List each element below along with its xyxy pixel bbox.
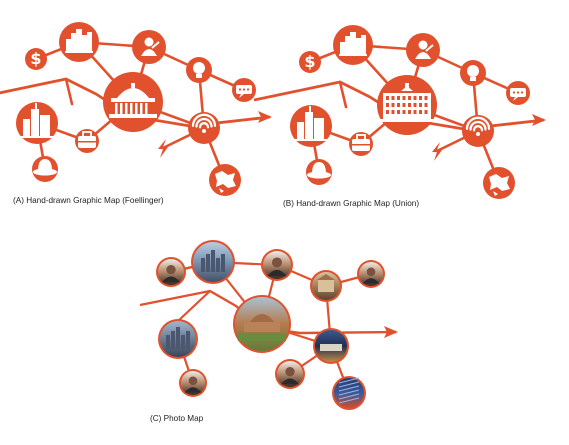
map-b-branch-0: [338, 80, 348, 109]
briefcase-icon: [349, 132, 373, 156]
city-photo: [158, 319, 198, 359]
transit-photo: [313, 328, 349, 364]
map-c-arrow-head: [384, 326, 398, 338]
hat-icon: [306, 159, 332, 185]
map-icon: [209, 164, 241, 196]
campus-building-photo: [310, 270, 342, 302]
person-icon: [406, 33, 440, 67]
lightbulb-icon: [186, 57, 212, 83]
map-icon: [483, 167, 515, 199]
person-icon: [132, 30, 166, 64]
svg-text:$: $: [304, 52, 315, 71]
caption-a: (A) Hand-drawn Graphic Map (Foellinger): [13, 196, 164, 205]
chat-bubble-icon: [232, 78, 256, 102]
portrait-photo: [357, 260, 385, 288]
svg-text:$: $: [30, 49, 41, 68]
portrait-photo: [179, 369, 207, 397]
wifi-icon: [188, 112, 220, 144]
buildings-icon: [290, 105, 332, 147]
hat-icon: [32, 156, 58, 182]
portrait-photo: [275, 359, 305, 389]
map-c-branch-0: [176, 289, 212, 323]
foellinger-photo: [233, 295, 291, 353]
buildings-icon: [16, 102, 58, 144]
map-photo: [332, 376, 366, 410]
lightning-icon: [432, 142, 442, 161]
illini-union-icon: [377, 75, 437, 135]
map-a-branch-0: [64, 77, 74, 106]
caption-c: (C) Photo Map: [150, 414, 204, 423]
dollar-icon: $: [299, 51, 321, 73]
chat-bubble-icon: [506, 81, 530, 105]
map-b-arrow-head: [532, 114, 546, 126]
lightbulb-icon: [460, 60, 486, 86]
city-skyline-icon: [59, 22, 99, 62]
city-skyline-icon: [333, 25, 373, 65]
map-a-arrow-head: [258, 111, 272, 123]
portrait-photo: [261, 249, 293, 281]
dollar-icon: $: [25, 48, 47, 70]
briefcase-icon: [75, 129, 99, 153]
skyline-photo: [191, 240, 235, 284]
lightning-icon: [158, 139, 168, 158]
foellinger-auditorium-icon: [103, 72, 163, 132]
portrait-photo: [156, 257, 186, 287]
caption-b: (B) Hand-drawn Graphic Map (Union): [283, 199, 420, 208]
wifi-icon: [462, 115, 494, 147]
